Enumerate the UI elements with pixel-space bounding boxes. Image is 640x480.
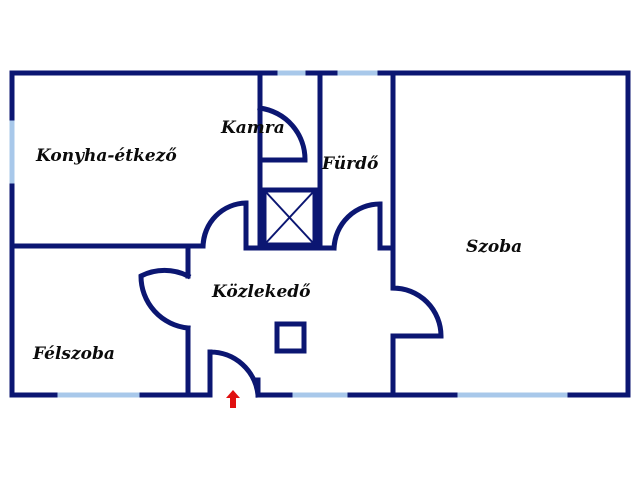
room-label-furdo: Fürdő [321,154,379,174]
room-label-kamra: Kamra [220,118,285,138]
door-entrance [207,349,261,398]
room-label-felszoba: Félszoba [32,344,115,364]
door-kamra [257,105,308,163]
outer-walls [9,70,631,398]
door-szoba [390,245,444,339]
room-label-konyha: Konyha-étkező [35,146,177,166]
door-furdo [331,201,383,251]
room-label-kozlekedo: Közlekedő [211,282,311,302]
doors [138,105,444,398]
crossed-box-icon [261,187,318,248]
room-label-szoba: Szoba [466,237,522,257]
shaft [261,187,318,248]
windows [9,70,570,398]
door-felszoba [138,267,192,331]
door-konyha [200,200,249,251]
square-chimney-icon [274,321,307,354]
up-arrow-icon [226,390,240,408]
